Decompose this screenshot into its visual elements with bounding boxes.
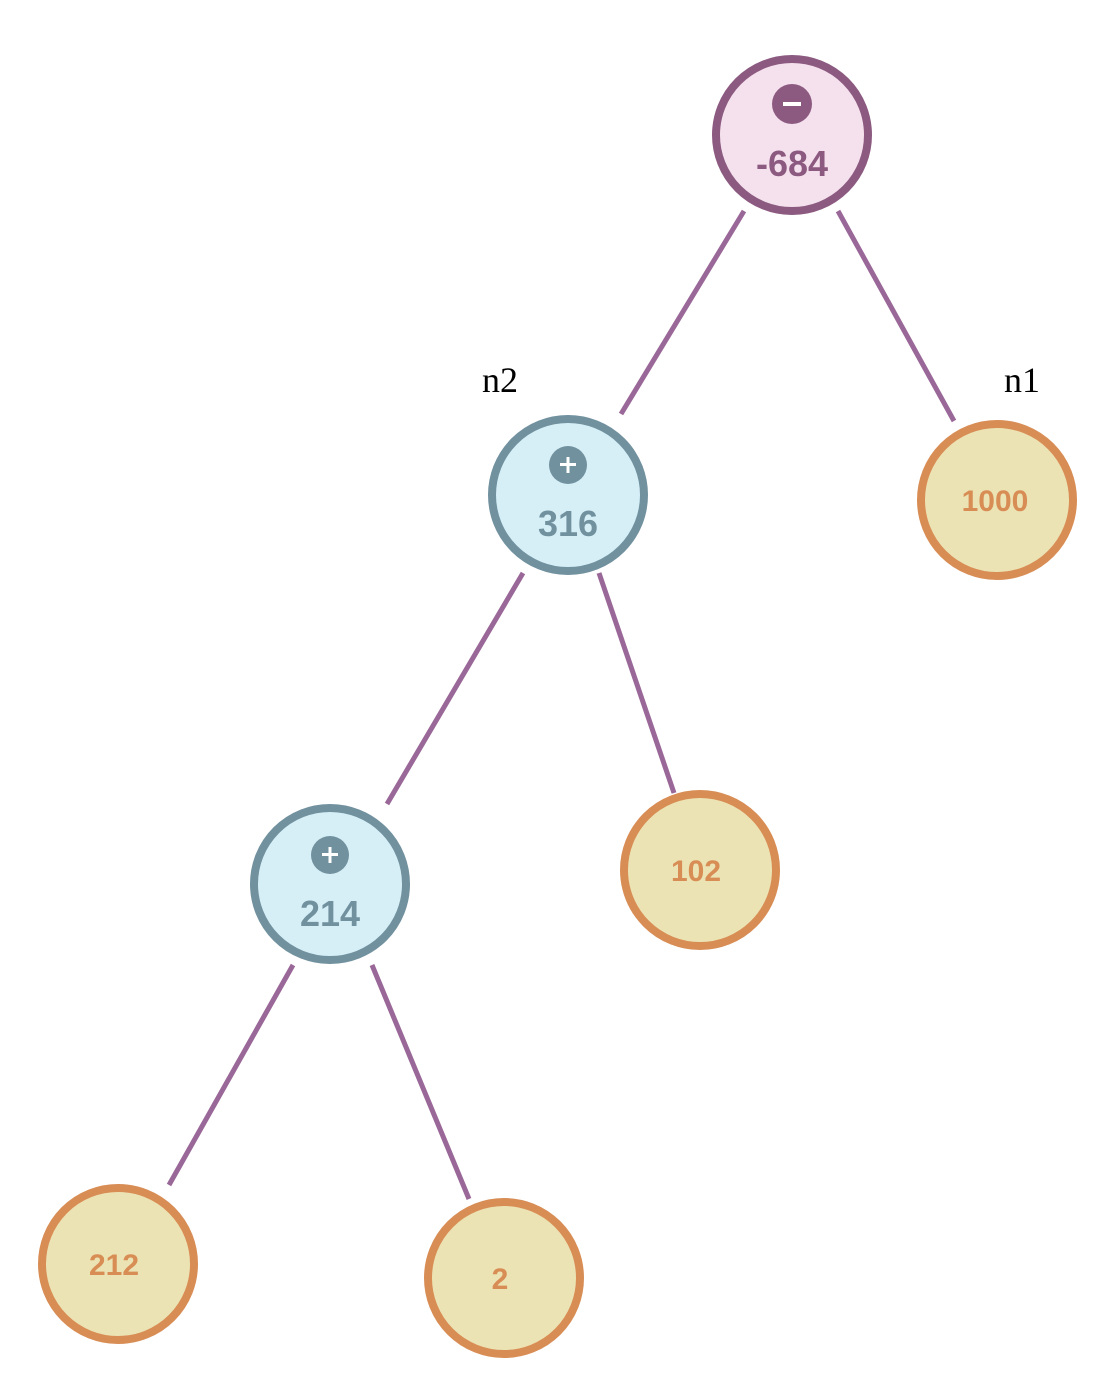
node-leaf-102: 102 — [620, 790, 780, 950]
node-n1-circle — [917, 420, 1077, 580]
edge-inner-leaf-2 — [369, 964, 472, 1200]
node-leaf-212: 212 — [38, 1184, 198, 1344]
edges — [166, 209, 957, 1200]
node-leaf-212-circle — [38, 1184, 198, 1344]
edge-inner-leaf-212 — [166, 963, 296, 1187]
annotation-n2: n2 — [482, 360, 518, 400]
node-n2-value: 316 — [538, 503, 598, 544]
node-root-value: -684 — [756, 143, 828, 184]
node-root-circle — [712, 55, 872, 215]
node-root: -684 — [712, 55, 872, 215]
plus-icon-v — [328, 847, 332, 863]
node-leaf-2-value: 2 — [492, 1263, 509, 1296]
edge-n2-leaf-102 — [596, 572, 677, 794]
node-n1: 1000 — [917, 420, 1077, 580]
node-inner: 214 — [250, 804, 410, 964]
plus-icon-v — [566, 457, 570, 473]
node-n2-circle — [488, 415, 648, 575]
node-inner-value: 214 — [300, 893, 360, 934]
node-n1-value: 1000 — [962, 485, 1029, 518]
node-leaf-212-value: 212 — [89, 1249, 139, 1282]
node-leaf-102-circle — [620, 790, 780, 950]
node-leaf-2-circle — [424, 1198, 584, 1358]
node-n2: 316 — [488, 415, 648, 575]
edge-n2-inner — [384, 571, 526, 806]
node-leaf-2: 2 — [424, 1198, 584, 1358]
node-leaf-102-value: 102 — [671, 855, 721, 888]
annotation-n1: n1 — [1004, 360, 1040, 400]
edge-root-n2 — [618, 209, 747, 416]
edge-root-n1 — [835, 209, 957, 423]
minus-icon-bar — [783, 102, 801, 106]
node-inner-circle — [250, 804, 410, 964]
